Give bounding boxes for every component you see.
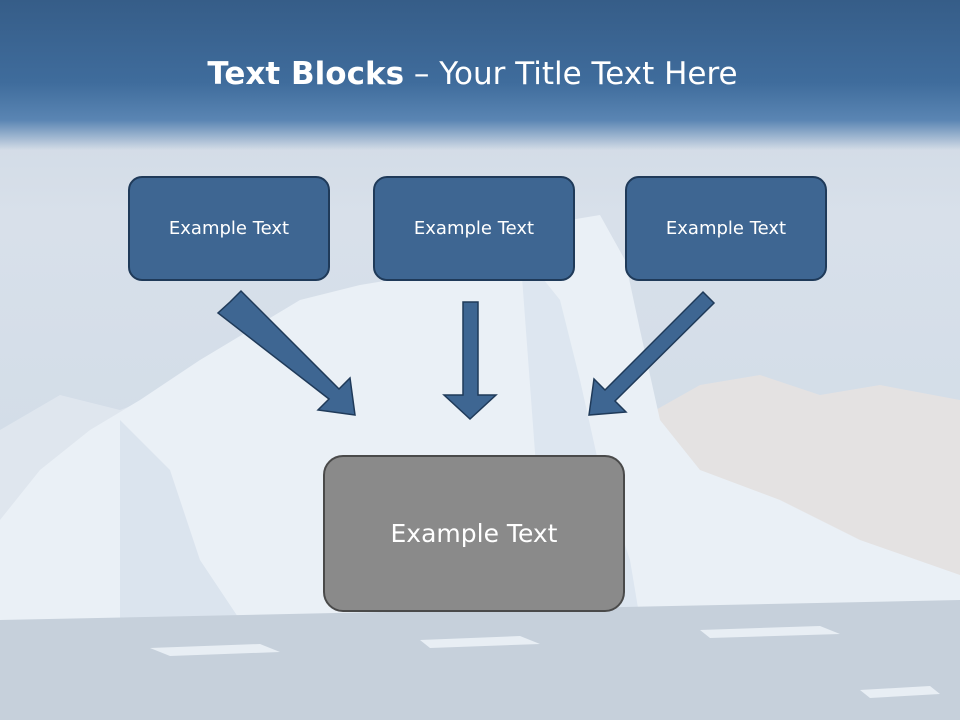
text-block-right[interactable]: Example Text: [625, 176, 827, 281]
slide-title[interactable]: Text Blocks – Your Title Text Here: [0, 52, 945, 96]
title-separator: –: [404, 56, 440, 92]
text-block-center[interactable]: Example Text: [373, 176, 575, 281]
arrow-left-icon: [216, 289, 356, 416]
arrow-center-icon: [442, 301, 498, 421]
text-block-bottom[interactable]: Example Text: [323, 455, 625, 612]
arrow-right-icon: [588, 290, 716, 416]
title-rest-part: Your Title Text Here: [439, 56, 738, 92]
title-band: [0, 0, 960, 150]
text-block-left[interactable]: Example Text: [128, 176, 330, 281]
title-bold-part: Text Blocks: [207, 56, 405, 92]
